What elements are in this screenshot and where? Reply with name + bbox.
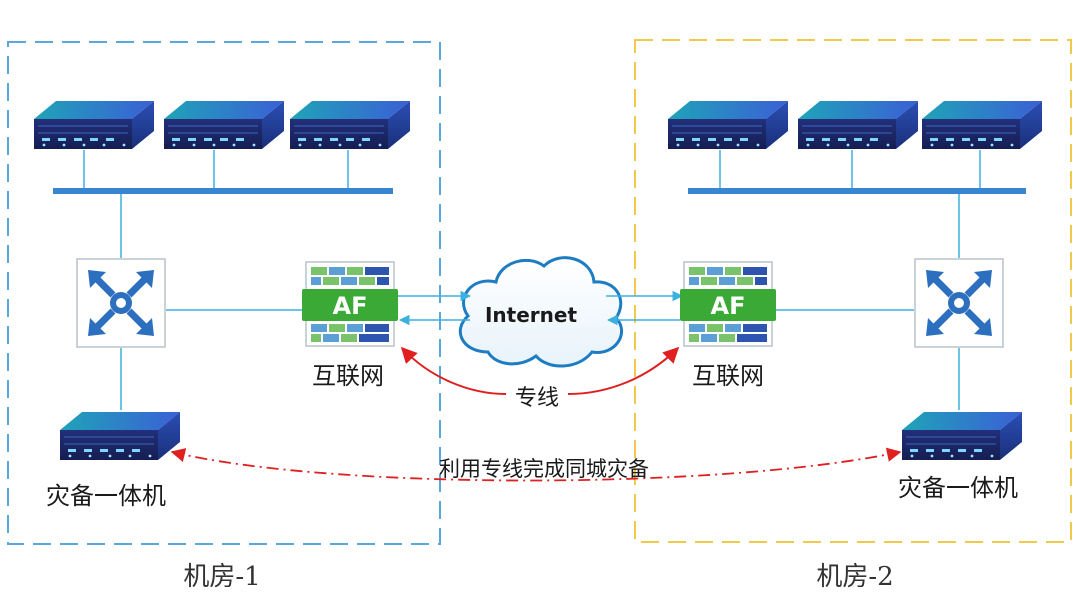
room1-firewall-badge: AF [333, 292, 368, 320]
internet-cloud-icon: Internet [458, 256, 623, 368]
room2-label: 机房-2 [816, 562, 893, 592]
room2-server-bus [688, 188, 1026, 194]
room2-firewall-icon: AF [680, 261, 776, 347]
room1-firewall-icon: AF [302, 261, 398, 347]
dedicated-line-arrows [400, 346, 680, 395]
room2-firewall-label: 互联网 [692, 362, 764, 390]
room1-label: 机房-1 [183, 562, 260, 592]
backup-replication-path [170, 447, 902, 482]
backup-replication-label: 利用专线完成同城灾备 [439, 457, 649, 481]
internet-label: Internet [485, 303, 577, 327]
room1-server-group [34, 100, 410, 258]
rack-server-icon [290, 100, 410, 150]
room2-server-group [668, 100, 1042, 258]
room2-backup-appliance-icon [902, 411, 1022, 461]
room1-boundary [7, 41, 441, 545]
room1-firewall-label: 互联网 [312, 362, 384, 390]
rack-server-icon [922, 100, 1042, 150]
rack-server-icon [668, 100, 788, 150]
rack-server-icon [34, 100, 154, 150]
room1-backup-appliance-icon [60, 411, 180, 461]
room2-switch-icon [915, 259, 1003, 347]
room2-boundary [634, 39, 1072, 543]
room1-backup-label: 灾备一体机 [46, 482, 166, 510]
room2-backup-label: 灾备一体机 [898, 474, 1018, 502]
room1-switch-icon [77, 259, 165, 347]
rack-server-icon [164, 100, 284, 150]
room1-server-bus [53, 188, 393, 194]
rack-server-icon [798, 100, 918, 150]
room2-firewall-badge: AF [711, 292, 746, 320]
internet-links [398, 290, 684, 326]
dedicated-line-label: 专线 [515, 386, 559, 411]
